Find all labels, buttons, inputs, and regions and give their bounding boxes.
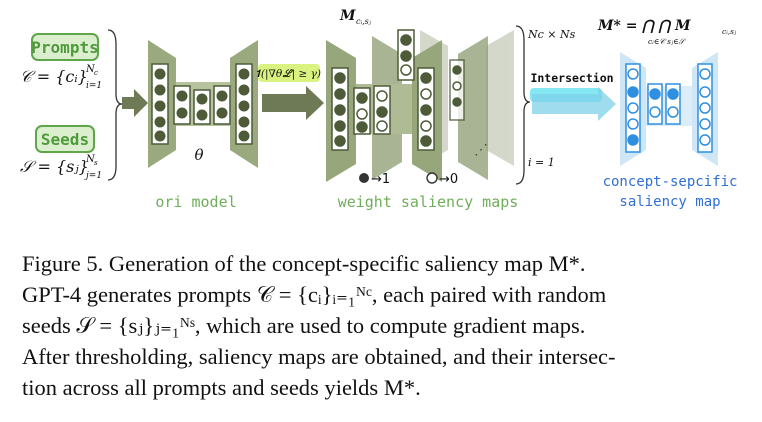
caption-line-2: GPT-4 generates prompts 𝒞 = {cᵢ}ᵢ₌₁ᴺᶜ, e…	[22, 282, 607, 307]
legend-empty-dot	[426, 172, 438, 184]
ori-model-neurons	[151, 63, 253, 145]
i-eq-1-label: i = 1	[528, 156, 555, 169]
threshold-highlight	[258, 64, 320, 82]
arrow-intersection	[532, 87, 616, 121]
caption-line-5: tion across all prompts and seeds yields…	[22, 375, 421, 400]
prompts-sup: N	[85, 64, 96, 75]
prompts-tag-box	[31, 33, 99, 61]
seeds-tag-box	[35, 125, 95, 153]
caption-line-1: Figure 5. Generation of the concept-spec…	[22, 251, 586, 276]
weight-saliency-maps-label: weight saliency maps	[338, 193, 519, 211]
figure-caption: Figure 5. Generation of the concept-spec…	[22, 248, 744, 403]
caption-line-4: After thresholding, saliency maps are ob…	[22, 344, 616, 369]
concept-map-label-2: saliency map	[619, 194, 720, 210]
intersection-label: Intersection	[530, 71, 613, 85]
saliency-map-label-sub: cᵢ,sⱼ	[356, 17, 372, 26]
prompts-tag: Prompts	[31, 38, 98, 57]
seeds-set: 𝒮 = {sⱼ}	[20, 157, 89, 176]
nc-ns-label: Nc × Ns	[527, 28, 576, 41]
concept-map-neurons	[625, 63, 713, 153]
arrow-into-model	[122, 89, 148, 117]
saliency-diagram: Prompts 𝒞 = {cᵢ} N c i=1 Seeds 𝒮 = {sⱼ} …	[20, 8, 738, 211]
prompts-sup-sub: c	[94, 69, 98, 77]
saliency-neurons	[331, 29, 465, 151]
prompts-sub: i=1	[86, 81, 102, 91]
input-brace	[107, 29, 123, 181]
saliency-map-label: M	[339, 8, 356, 24]
prompts-set: 𝒞 = {cᵢ}	[20, 67, 88, 86]
ori-model-label: ori model	[155, 193, 236, 211]
caption-line-3: seeds 𝒮 = {sⱼ}ⱼ₌₁ᴺˢ, which are used to c…	[22, 313, 586, 338]
theta-label: θ	[194, 146, 203, 164]
legend-empty-label: →0	[439, 172, 458, 187]
threshold-label: 𝟏(|∇θℒ| ≥ γ)	[255, 68, 321, 81]
seeds-tag: Seeds	[41, 130, 89, 149]
seeds-sup: N	[85, 154, 96, 165]
legend-filled-label: →1	[371, 172, 390, 187]
m-star-formula-sub-right: cᵢ,sⱼ	[722, 27, 736, 36]
concept-map-label-1: concept-sepcific	[603, 174, 738, 190]
seeds-sup-sub: s	[94, 159, 98, 167]
m-star-formula: M* = ⋂ ⋂ M	[597, 18, 691, 34]
output-brace	[515, 25, 531, 185]
seeds-sub: j=1	[84, 171, 102, 181]
stack-dots: ⋰	[474, 142, 488, 158]
arrow-threshold	[262, 86, 324, 120]
m-star-formula-sub-left: cᵢ∈𝒞 sⱼ∈𝒮	[648, 37, 686, 46]
legend-filled-dot	[359, 173, 369, 183]
